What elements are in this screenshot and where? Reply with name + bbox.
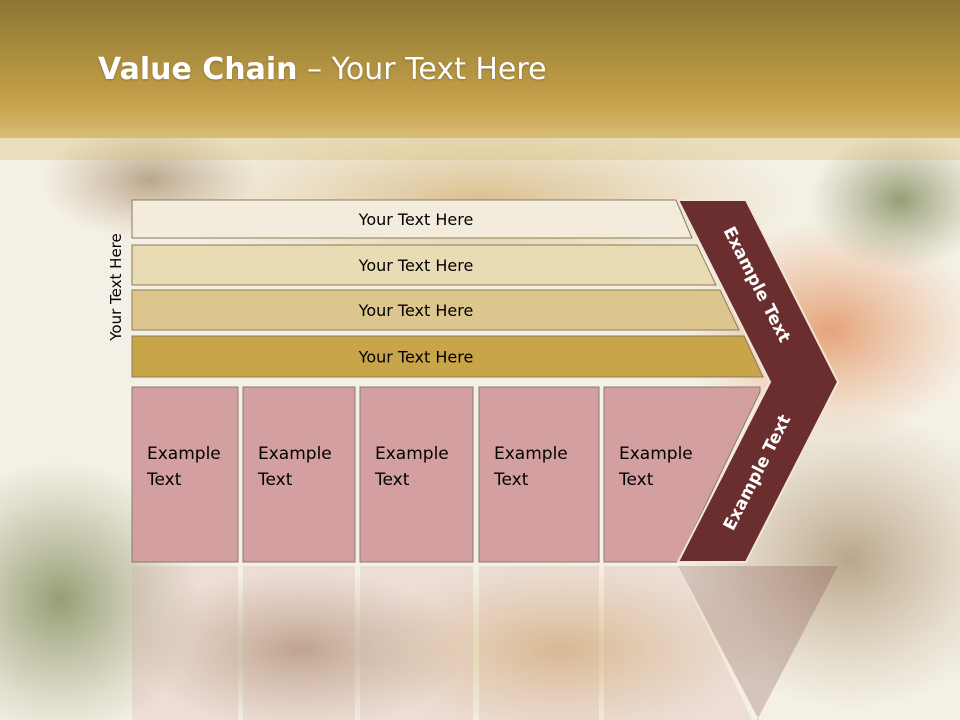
boxes-group: ExampleTextExampleTextExampleTextExample…: [131, 386, 761, 563]
box-reflection-shape: [479, 566, 599, 720]
box-reflection-shape: [360, 566, 473, 720]
bar-label: Your Text Here: [358, 256, 474, 275]
box-reflection: [479, 566, 599, 720]
box-shape: [242, 386, 356, 563]
bar-shape: [131, 335, 764, 378]
bar-label: Your Text Here: [358, 301, 474, 320]
box-shape: [603, 386, 761, 563]
box-reflection: [132, 566, 238, 720]
box-label-line: Example: [375, 444, 449, 464]
box-label-line: Example: [619, 444, 693, 464]
bar-shape: [131, 289, 740, 331]
box-label-line: Text: [493, 470, 529, 490]
box-label-line: Example: [258, 444, 332, 464]
box-reflection-shape: [243, 566, 355, 720]
bar-shape: [131, 199, 693, 239]
box-reflection-shape: [132, 566, 238, 720]
bar-label: Your Text Here: [358, 210, 474, 229]
bar-1: Your Text Here: [131, 199, 693, 239]
box-label-line: Text: [257, 470, 293, 490]
chevron-reflection-shape: [678, 566, 838, 720]
chevron-shape: [676, 199, 840, 563]
box-reflection: [360, 566, 473, 720]
box-shape: [131, 386, 239, 563]
title-bold: Value Chain: [98, 52, 298, 87]
reflection: [132, 566, 838, 720]
bar-label: Your Text Here: [358, 348, 474, 367]
chevron-reflection: [678, 566, 838, 720]
box-reflection: [604, 566, 753, 720]
box-reflection: [243, 566, 355, 720]
box-shape: [478, 386, 600, 563]
box-label-line: Example: [147, 444, 221, 464]
box-label-line: Text: [374, 470, 410, 490]
box-reflection-shape: [604, 566, 753, 720]
bar-shape: [131, 244, 717, 286]
box-label-line: Example: [494, 444, 568, 464]
box-label-line: Text: [618, 470, 654, 490]
box-label-line: Text: [146, 470, 182, 490]
title-rest: – Your Text Here: [297, 52, 547, 87]
box-shape: [359, 386, 474, 563]
bar-3: Your Text Here: [131, 289, 740, 331]
slide-title: Value Chain – Your Text Here: [98, 52, 547, 87]
bar-2: Your Text Here: [131, 244, 717, 286]
bar-4: Your Text Here: [131, 335, 764, 378]
